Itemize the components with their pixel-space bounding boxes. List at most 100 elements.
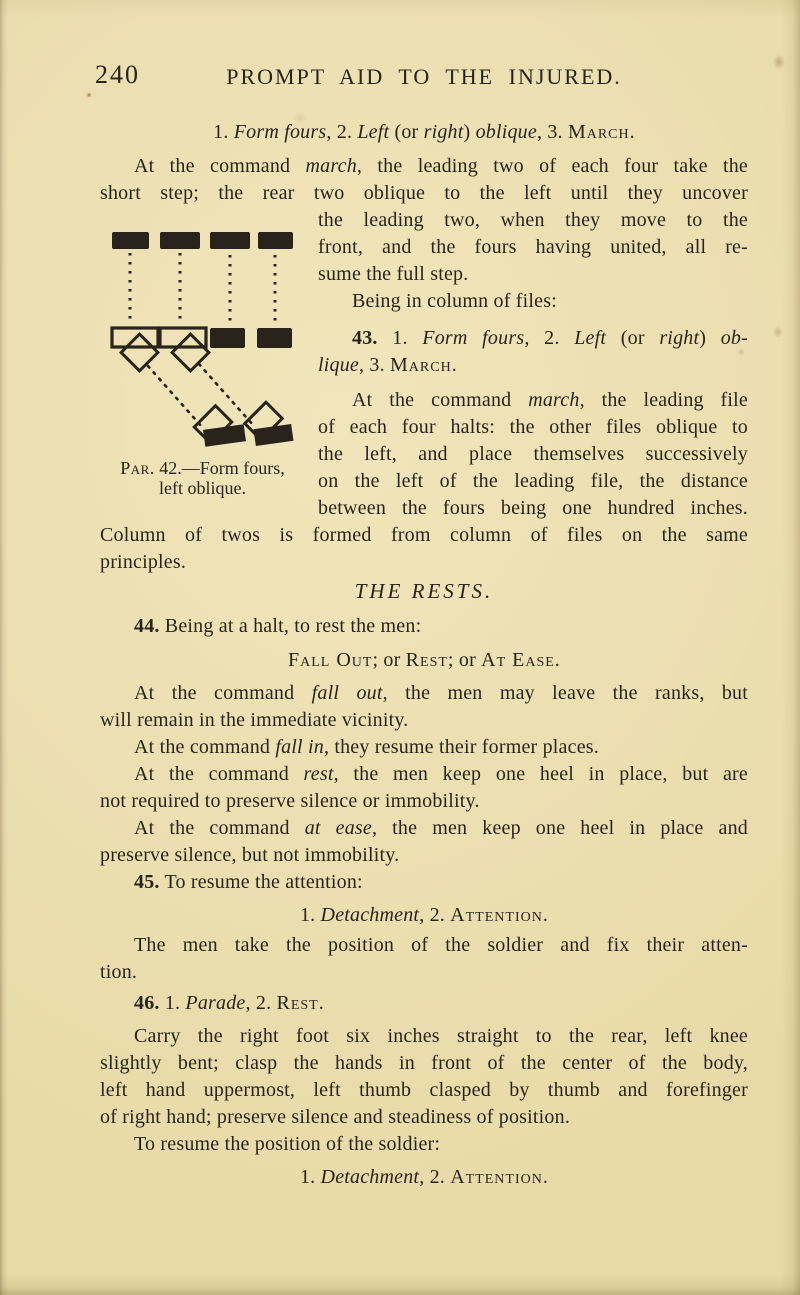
text-segment: front, and the fours having united, all … — [318, 236, 748, 258]
text-segment: , 2. — [245, 992, 277, 1014]
text-line: of right hand; preserve silence and stea… — [100, 1104, 748, 1131]
text-segment: of each four halts: the other files obli… — [318, 416, 748, 438]
text-segment: 1. — [159, 992, 186, 1014]
text-segment: Column of twos is formed from column of … — [100, 524, 748, 546]
second-rank-row — [110, 326, 292, 374]
text-segment: ) — [463, 121, 476, 143]
text-segment: 1. — [299, 1166, 321, 1188]
text-line: 46. 1. Parade, 2. Rest. — [100, 990, 748, 1017]
text-line: The men take the position of the soldier… — [100, 932, 748, 959]
march-path-dashed-lines — [128, 253, 277, 325]
text-segment: the leading two, when they move to the — [318, 209, 748, 231]
text-line: Fall Out; or Rest; or At Ease. — [100, 647, 748, 674]
text-segment: At the command — [134, 682, 312, 704]
text-line: not required to preserve silence or immo… — [100, 788, 748, 815]
running-title: PROMPT AID TO THE INJURED. — [226, 64, 622, 89]
text-segment: 43. — [352, 327, 378, 349]
text-segment: To resume the position of the soldier: — [134, 1133, 441, 1155]
text-segment: , the men may leave the ranks, but — [382, 682, 749, 704]
text-line: At the command fall out, the men may lea… — [100, 680, 748, 707]
text-segment: ; or — [447, 649, 482, 671]
text-line: 1. Detachment, 2. Attention. — [100, 902, 748, 929]
text-segment: sume the full step. — [318, 263, 469, 285]
text-segment: . — [542, 904, 549, 926]
text-segment: 46. — [134, 992, 160, 1014]
text-line: At the command at ease, the men keep one… — [100, 815, 748, 842]
text-line: on the left of the leading file, the dis… — [318, 468, 748, 495]
formation-diagram: Par. 42.—Form fours, left oblique. — [95, 225, 310, 498]
text-segment: At Ease — [481, 649, 555, 671]
text-segment: lique — [318, 354, 359, 376]
text-segment: The men take the position of the soldier… — [134, 934, 748, 956]
text-segment: 1. — [213, 121, 234, 143]
text-segment: Attention — [450, 1166, 543, 1188]
text-segment: will remain in the immediate vicinity. — [100, 709, 409, 731]
text-segment: , they resume their former places. — [323, 736, 599, 758]
text-segment: , 3. — [536, 121, 568, 143]
text-segment: . — [554, 649, 560, 671]
text-segment: Parade — [185, 992, 246, 1014]
text-segment: , 2. — [326, 121, 358, 143]
text-segment: (or — [389, 121, 424, 143]
text-segment: slightly bent; clasp the hands in front … — [100, 1052, 748, 1074]
text-segment: 44. — [134, 615, 160, 637]
figure-caption: Par. 42.—Form fours, left oblique. — [95, 458, 310, 498]
text-segment: on the left of the leading file, the dis… — [318, 470, 748, 492]
figure-caption-text: 42.—Form fours, — [154, 458, 285, 478]
text-segment: preserve silence, but not immobility. — [100, 844, 400, 866]
text-segment: Fall Out — [288, 649, 373, 671]
text-line: lique, 3. March. — [318, 352, 748, 379]
text-segment: march — [528, 389, 580, 411]
text-segment: , 2. — [524, 327, 575, 349]
text-segment: , 3. — [359, 354, 390, 376]
text-line: At the command fall in, they resume thei… — [100, 734, 748, 761]
text-line: Being in column of files: — [318, 288, 748, 315]
text-segment: 1. — [299, 904, 321, 926]
text-segment: Form fours — [233, 121, 327, 143]
text-segment: To resume the attention: — [159, 871, 363, 893]
text-line: sume the full step. — [318, 261, 748, 288]
text-segment: ) — [699, 327, 721, 349]
text-segment: , the leading two of each four take the — [356, 155, 748, 177]
text-line: Column of twos is formed from column of … — [100, 522, 748, 549]
text-segment: March — [390, 354, 452, 376]
text-line: 43. 1. Form fours, 2. Left (or right) ob… — [318, 325, 748, 352]
text-segment: At the command — [134, 763, 304, 785]
text-segment: At the command — [352, 389, 529, 411]
text-segment: fall out — [311, 682, 383, 704]
text-segment: oblique — [475, 121, 537, 143]
text-segment: left hand uppermost, left thumb clasped … — [100, 1079, 748, 1101]
text-segment: march — [305, 155, 357, 177]
text-line: Carry the right foot six inches straight… — [100, 1023, 748, 1050]
text-segment: ob- — [720, 327, 748, 349]
text-line: tion. — [100, 959, 748, 986]
figure-caption-line1: Par. 42.—Form fours, — [95, 458, 310, 478]
text-segment: , 2. — [419, 904, 451, 926]
text-segment: Form fours — [422, 327, 525, 349]
text-line: 44. Being at a halt, to rest the men: — [100, 613, 748, 640]
text-segment: Attention — [450, 904, 543, 926]
text-line: principles. — [100, 549, 748, 576]
text-segment: , the men keep one heel in place, but ar… — [333, 763, 748, 785]
text-line: 1. Detachment, 2. Attention. — [100, 1164, 748, 1191]
text-segment: Detachment — [320, 904, 420, 926]
text-segment: , the leading file — [579, 389, 748, 411]
text-segment: , 2. — [419, 1166, 451, 1188]
text-line: 45. To resume the attention: — [100, 869, 748, 896]
text-segment: THE RESTS. — [354, 579, 494, 603]
text-line: the left, and place themselves successiv… — [318, 441, 748, 468]
text-segment: At the command — [134, 155, 306, 177]
text-segment: March — [567, 121, 630, 143]
text-segment: Left — [574, 327, 607, 349]
text-segment: At the command — [134, 817, 305, 839]
text-segment: Carry the right foot six inches straight… — [134, 1025, 748, 1047]
text-segment: . — [451, 354, 457, 376]
text-segment: (or — [606, 327, 660, 349]
text-line: front, and the fours having united, all … — [318, 234, 748, 261]
text-line: slightly bent; clasp the hands in front … — [100, 1050, 748, 1077]
text-segment: of right hand; preserve silence and stea… — [100, 1106, 571, 1128]
text-line: left hand uppermost, left thumb clasped … — [100, 1077, 748, 1104]
text-segment: Rest — [276, 992, 319, 1014]
text-segment: fall in — [275, 736, 324, 758]
